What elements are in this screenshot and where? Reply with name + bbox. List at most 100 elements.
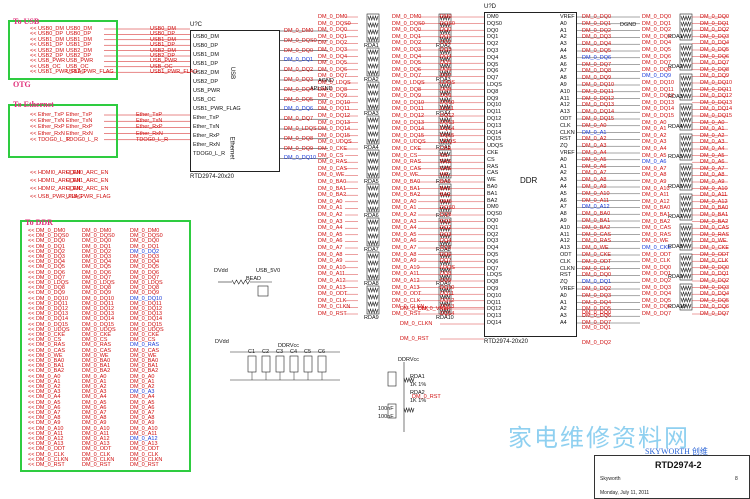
ddr-right-net-label: DM_0_DQ4 [582,299,612,306]
ddr-mid-net-label: DM_0_A5 [392,231,417,238]
vref-resistor [403,376,415,384]
far-right-net-label: DM_0_BA0 [642,205,671,212]
ddr-out-net-label: DM_0_BA1 [130,363,159,370]
ddr-chip-right-pin: ZQ [560,143,568,150]
ddr-mid-col-label: DM_0_DQ13 [82,311,115,318]
far-right-resistor-element [680,296,692,304]
far-right-resistor-array [679,103,693,131]
ddr-pin-net-label: DQ5 [440,245,452,251]
ddr-right-net-label: DM_0_BA2 [582,224,611,231]
far-right-out-label: DM_0_DQ2 [700,27,730,34]
far-right-resistor-element [680,32,692,40]
ddr-mid-col-label: DM_0_A7 [82,410,107,416]
ddr-pin-net-label: DQ11 [440,106,454,113]
far-right-resistor-element [680,116,692,124]
ddr-in-net-label: << DM_0_DQ5 [28,264,65,271]
ddr-right-net-label: DM_0_A9 [582,184,607,190]
ethernet-pin-net-label: Ether_TxN [136,118,163,125]
far-right-net-label: DM_0_DQ12 [642,93,675,100]
far-right-out-label: DM_0_DQ6 [700,304,730,311]
usb-pin-net-label: USB1_PWR_FLAG [150,69,198,76]
ddr-out-net-label: DM_0_A2 [130,384,155,390]
ddr-mid-net-label: DM_0_A7 [318,245,343,251]
ddr-mid-net-label: DM_0_DQ7 [392,73,422,80]
ddr-in-net-label: << DM_0_DQS0 [28,233,69,240]
ddr-out-net-label: DM_0_DQ12 [130,306,163,312]
left-chip-eth-block: Ethernet [228,136,235,160]
far-right-net-label: DM_0_RAS [642,231,672,238]
far-right-net-label: DM_0_A7 [642,165,667,172]
left-chip-pin: Ether_RxP [193,133,220,139]
resistor-element [367,130,379,138]
ddr-right-net-label: DM_0_A7 [582,170,607,177]
far-right-net-label: DM_0_DQ11 [642,86,674,93]
far-right-out-label: DM_0_DQ3 [700,33,730,40]
ddr-vcc2-label: DDRVcc [398,357,419,363]
ddr-pin-net-label: DQS0 [440,20,455,27]
far-right-out-label: DM_0_DQ3 [700,284,730,291]
ddr-chip-right-pin: VREF [560,14,575,20]
ddr-mid-net-label: DM_0_DQ13 [392,119,425,126]
decoupling-capacitor [303,355,313,373]
resistor-label: RDA3 [436,77,451,83]
resistor-element [367,293,379,301]
resistor-element [439,137,451,145]
ddr-in-net-label: << DM_0_DQ4 [28,259,65,266]
ddr-pin-net-label: DQ9 [440,93,452,100]
ddr-bottom-net-label: DM_0_RST [400,336,429,342]
ddr-right-net-label: DM_0_WE [582,245,609,252]
ddr-mid-net-label: DM_0_CAS [392,165,422,172]
capacitor-label: C6 [318,349,326,355]
ddr-in-net-label: << DM_0_A6 [28,404,61,411]
ddr-chip-left-pin: DQ15 [487,136,502,143]
far-right-out-label: DM_0_DQ9 [700,73,730,80]
ddr-right-net-label: DM_0_DQ5 [582,306,612,313]
far-right-out-label: DM_0_DQ5 [700,297,730,304]
resistor-array [366,251,380,281]
ddr-mid-net-label: DM_0_DQ13 [318,119,351,126]
ddr-mid-col-label: DM_0_DQ11 [82,300,114,307]
ddr-out-net-label: DM_0_DQ9 [130,290,160,297]
resistor-element [367,14,379,22]
dvdd2-label: DVdd [215,339,229,345]
ddr-mid-net-label: DM_0_RST [318,311,347,317]
left-chip-out-net: DM_0_DQ5 [284,96,314,103]
ddr-chip-left-pin: DQ6 [487,258,499,265]
ddr-out-net-label: DM_0_CLKN [130,456,163,463]
ddr-out-net-label: DM_0_A7 [130,410,155,416]
resistor-label: RDA4 [436,111,451,117]
usb-cap [257,285,269,297]
ddr-chip-right-pin: A10 [560,88,570,95]
resistor-element [439,130,451,138]
ddr-mid-col-label: DM_0_A1 [82,378,107,385]
ddr-in-net-label: << DM_0_BA0 [28,358,65,364]
ddr-right-net-label: DM_0_A4 [582,150,607,156]
left-chip-out-net: DM_0_DQ7 [284,116,314,123]
far-right-resistor-element [680,62,692,70]
far-right-resistor-element [680,146,692,154]
ddr-pin-net-label: DQ3 [440,47,452,53]
resistor-array [366,183,380,213]
far-right-out-label: DM_0_A0 [700,119,725,126]
ddr-mid-net-label: DM_0_DQ4 [318,53,348,60]
ddr-mid-net-label: DM_0_CLK [392,297,421,304]
ddr-pin-net-label: DQ1 [440,33,452,40]
ddr-mid-net-label: DM_0_A2 [392,212,417,218]
resistor-element [439,21,451,29]
ddr-pin-net-label: BA0 [440,179,451,185]
far-right-net-label: DM_0_A6 [642,159,667,166]
ddr-mid-col-label: DM_0_DQ7 [82,274,112,281]
right-chip-part: RTD2974-20x20 [484,339,528,345]
far-right-out-label: DM_0_DQ12 [700,93,733,100]
ddr-chip-left-pin: DQ14 [487,320,502,326]
ddr-pin-net-label: LDQS [440,264,455,271]
ddr-mid-net-label: DM_0_DQS0 [392,20,425,27]
far-right-out-label: DM_0_A7 [700,165,725,172]
ddr-section-box [20,220,191,472]
ddr-right-net-label: DM_0_DQ7 [582,320,612,326]
ddr-out-net-label: DM_0_DQS0 [130,233,163,240]
resistor-array [438,149,452,179]
hdmi-net-label: << HDMI0_ARC_EN [30,170,81,176]
ddr-in-net-label: << DM_0_A12 [28,436,64,442]
ddr-mid-net-label: DM_0_DQ8 [392,86,422,93]
